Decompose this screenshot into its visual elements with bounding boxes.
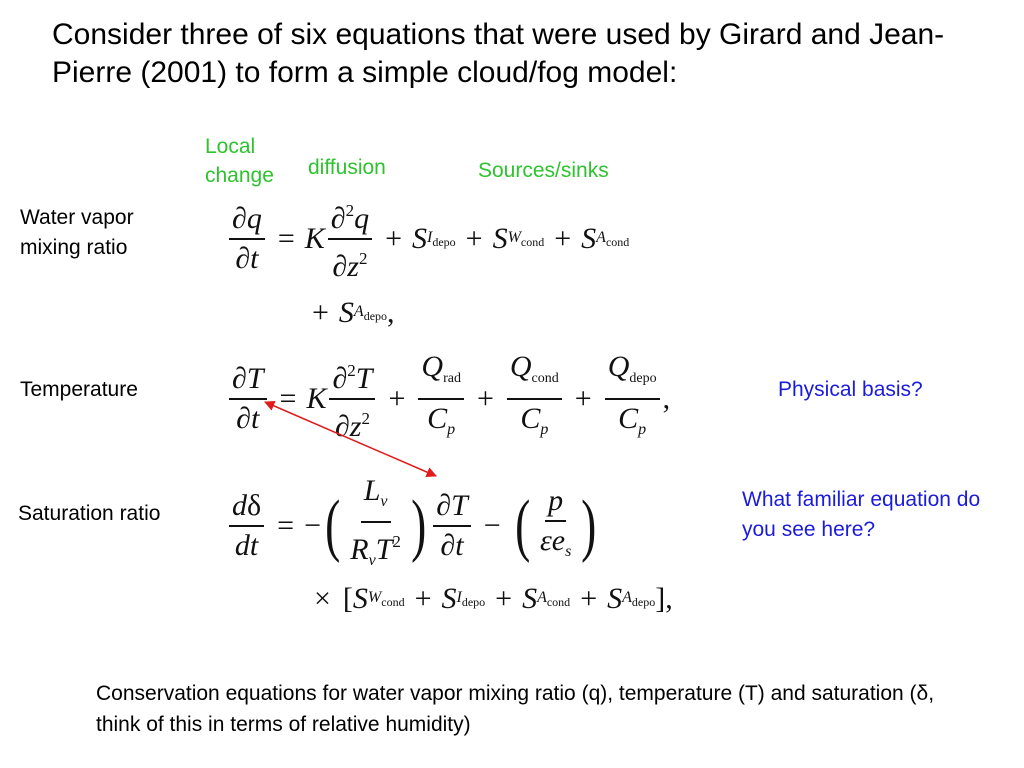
row-label-water-vapor: Water vapor mixing ratio	[20, 206, 134, 259]
annotation-familiar-equation: What familiar equation do you see here?	[742, 488, 981, 541]
slide-caption: Conservation equations for water vapor m…	[96, 682, 935, 736]
label-sources-sinks: Sources/sinks	[478, 159, 609, 182]
label-local-change: Local change	[205, 135, 274, 187]
row-label-saturation: Saturation ratio	[18, 502, 161, 525]
slide-title: Consider three of six equations that wer…	[52, 18, 945, 89]
row-label-temperature: Temperature	[20, 378, 138, 401]
annotation-physical-basis: Physical basis?	[778, 378, 923, 401]
label-diffusion: diffusion	[308, 156, 386, 179]
